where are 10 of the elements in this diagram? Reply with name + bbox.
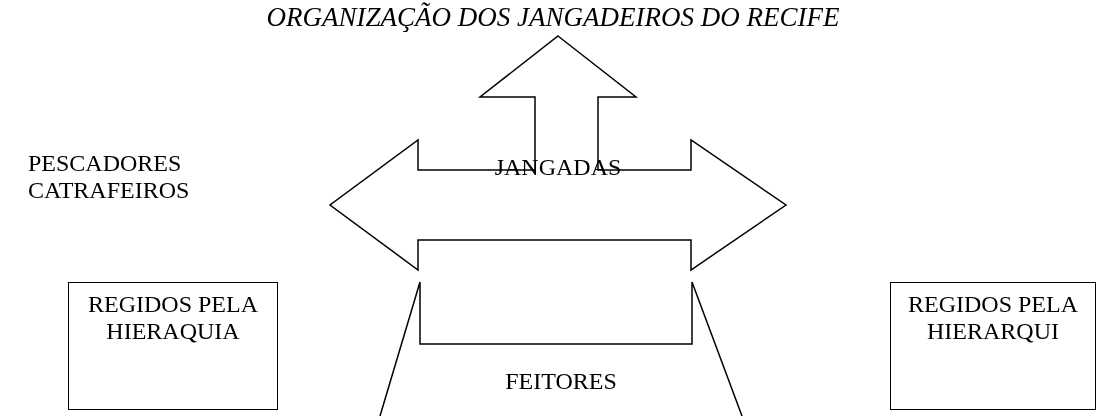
notched-shape	[379, 281, 743, 417]
three-way-arrow-shape	[328, 35, 788, 272]
diagram-title: ORGANIZAÇÃO DOS JANGADEIROS DO RECIFE	[265, 2, 841, 32]
shape-text: JANGADAS	[493, 154, 623, 181]
box-text: REGIDOS PELA HIERAQUIA	[87, 291, 259, 345]
shape-text: FEITORES	[504, 368, 618, 395]
text-box	[68, 282, 278, 410]
text-box	[890, 282, 1096, 410]
box-text: REGIDOS PELA HIERARQUI	[907, 291, 1079, 345]
label-text: PESCADORES CATRAFEIROS	[28, 150, 228, 204]
